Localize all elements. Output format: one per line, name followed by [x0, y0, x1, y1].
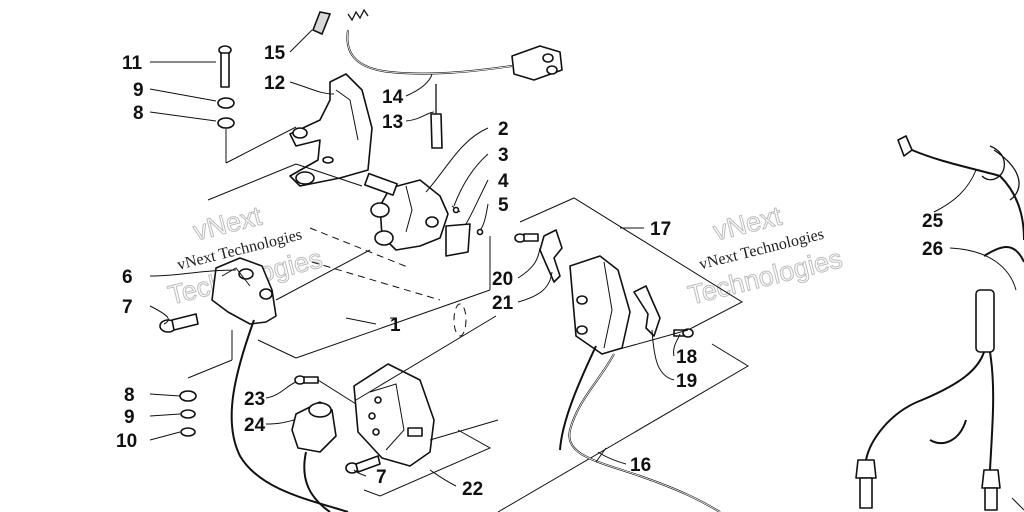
callout-8-bottom: 8 [124, 385, 135, 406]
cable-left [230, 319, 349, 512]
cable-24 [303, 451, 331, 512]
mount-17 [569, 255, 631, 355]
callout-3: 3 [498, 145, 509, 166]
callout-5: 5 [498, 195, 509, 216]
washer-8-bottom [179, 390, 197, 402]
screw-23 [294, 375, 319, 385]
callout-7-lower: 7 [376, 467, 387, 488]
callout-21: 21 [492, 293, 514, 314]
callout-19: 19 [676, 371, 697, 392]
callout-25: 25 [922, 211, 944, 232]
callout-20: 20 [492, 269, 513, 290]
callout-7-upper: 7 [122, 297, 133, 318]
box-17 [519, 197, 744, 331]
harness-25-26 [855, 135, 1024, 511]
callout-14: 14 [382, 87, 404, 108]
callout-6: 6 [122, 267, 133, 288]
harness-14 [346, 8, 563, 81]
callout-15: 15 [264, 43, 286, 64]
callout-23: 23 [244, 389, 265, 410]
callout-16: 16 [630, 455, 651, 476]
housing-6 [211, 257, 277, 325]
leader-lines [149, 29, 1017, 487]
callout-9-top: 9 [133, 80, 144, 101]
plate-22 [353, 363, 435, 467]
callout-2: 2 [498, 119, 509, 140]
bolt-11 [218, 45, 232, 88]
lever-19 [633, 285, 661, 337]
cable-16 [559, 345, 721, 512]
callout-26: 26 [922, 239, 943, 260]
lever-21 [539, 229, 563, 283]
box-16 [497, 329, 749, 512]
callout-8-top: 8 [133, 103, 144, 124]
watermark-right: vNext vNext Technologies Technologies [685, 200, 846, 311]
throttle-housing-2 [363, 172, 449, 251]
screw-7-upper [159, 313, 199, 333]
callout-12: 12 [264, 73, 285, 94]
callout-18: 18 [676, 347, 697, 368]
box-22 [355, 315, 499, 497]
callout-13: 13 [382, 112, 403, 133]
callout-11: 11 [122, 53, 143, 74]
callout-22: 22 [462, 479, 483, 500]
box-1-assembly [207, 163, 491, 359]
callout-24: 24 [244, 415, 266, 436]
clip-10 [180, 427, 196, 437]
washer-8-top [217, 117, 235, 129]
part-13-terminal [430, 84, 443, 149]
callout-numbers: 11 9 8 15 12 14 13 2 3 4 5 6 7 1 17 20 2… [116, 43, 944, 500]
screw-7-lower [345, 455, 381, 474]
bracket-12 [289, 73, 373, 187]
callout-4: 4 [498, 171, 509, 192]
callout-17: 17 [650, 219, 671, 240]
washer-9-top [217, 97, 235, 109]
screw-20 [514, 233, 539, 243]
callout-10: 10 [116, 431, 137, 452]
washer-9-bottom [180, 409, 196, 419]
part-15-plug [311, 11, 332, 36]
callout-1: 1 [390, 315, 401, 336]
parts-3-4-5 [445, 205, 484, 257]
switch-24 [291, 401, 337, 453]
callout-9-bottom: 9 [124, 407, 135, 428]
